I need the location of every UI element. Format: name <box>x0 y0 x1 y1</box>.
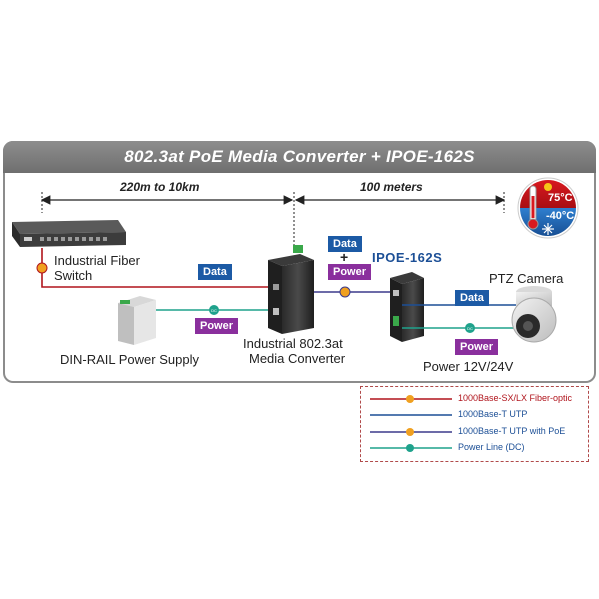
legend-utp-label: 1000Base-T UTP <box>458 409 528 419</box>
distance-fiber-label: 220m to 10km <box>120 180 200 194</box>
snowflake-icon <box>542 223 554 235</box>
psu-label: DIN-RAIL Power Supply <box>60 352 199 367</box>
splitter-power-label: Power 12V/24V <box>423 359 514 374</box>
sun-icon <box>544 183 552 191</box>
legend-poe-label: 1000Base-T UTP with PoE <box>458 426 566 436</box>
temperature-badge-icon <box>517 177 579 239</box>
camera-label: PTZ Camera <box>489 271 564 286</box>
power-tag-poe: Power <box>328 264 372 280</box>
power-tag-camera: Power <box>455 339 499 355</box>
data-tag-camera: Data <box>455 290 489 306</box>
converter-label-line2: Media Converter <box>249 351 346 366</box>
legend-box <box>360 386 589 462</box>
power-tag-psu: Power <box>195 318 239 334</box>
svg-text:DC: DC <box>467 326 473 331</box>
legend-dc-label: Power Line (DC) <box>458 442 525 452</box>
diagram-title: 802.3at PoE Media Converter + IPOE-162S <box>3 141 596 173</box>
plus-sign: + <box>340 249 349 265</box>
splitter-model-label: IPOE-162S <box>372 250 443 265</box>
data-tag-poe: Data <box>328 236 362 252</box>
converter-label-line1: Industrial 802.3at <box>243 336 343 351</box>
distance-utp-label: 100 meters <box>360 180 423 194</box>
din-rail-psu-icon <box>118 296 156 345</box>
fiber-switch-icon <box>12 220 126 247</box>
ipoe-splitter-icon <box>390 272 424 342</box>
switch-label-line1: Industrial Fiber <box>54 253 140 268</box>
fiber-link-line <box>41 248 272 288</box>
legend-fiber-label: 1000Base-SX/LX Fiber-optic <box>458 393 573 403</box>
legend-lines <box>370 395 452 452</box>
switch-label-line2: Switch <box>54 268 93 283</box>
svg-text:DC: DC <box>211 308 217 313</box>
temp-low-label: -40°C <box>546 210 575 222</box>
data-tag-fiber: Data <box>198 264 232 280</box>
ptz-camera-icon <box>511 286 557 343</box>
temp-high-label: 75°C <box>548 192 573 204</box>
media-converter-icon <box>268 245 314 334</box>
